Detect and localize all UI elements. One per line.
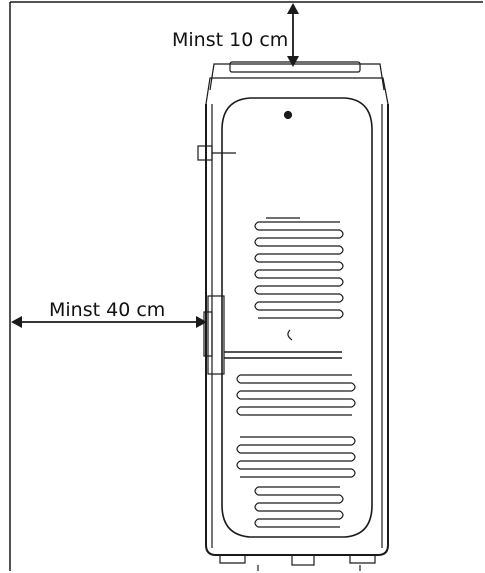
side-clearance-label: Minst 40 cm xyxy=(47,299,168,321)
middle-heat-exchanger-coil xyxy=(236,374,356,416)
water-heater-tank xyxy=(197,61,389,571)
lower-heat-exchanger-coil xyxy=(236,436,356,528)
top-clearance-label: Minst 10 cm xyxy=(170,29,291,51)
side-clearance-arrow xyxy=(11,316,207,328)
upper-heat-exchanger-coil xyxy=(254,217,344,341)
top-clearance-arrow xyxy=(287,3,299,67)
